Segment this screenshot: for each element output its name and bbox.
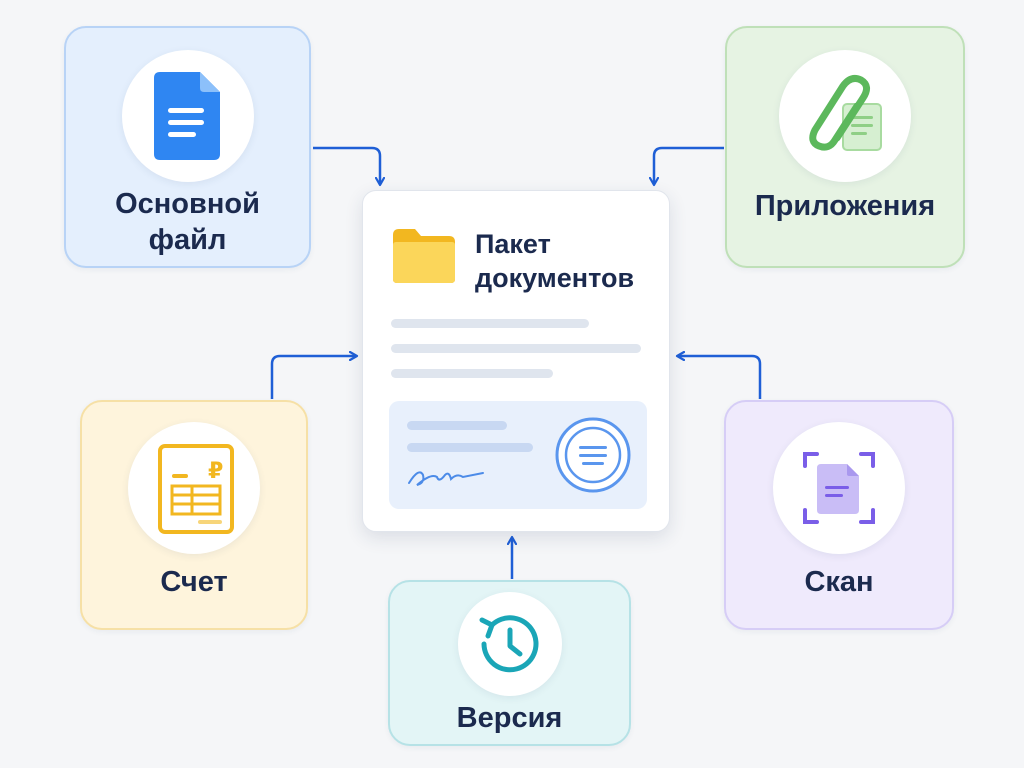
invoice-icon-circle: ₽	[128, 422, 260, 554]
main-file-label-line2: файл	[148, 224, 227, 256]
document-icon	[153, 72, 220, 160]
placeholder-text-line	[407, 443, 533, 452]
placeholder-text-line	[391, 344, 641, 353]
document-package-title-line2: документов	[475, 263, 635, 293]
placeholder-text-line	[391, 369, 553, 378]
node-main-file: Основной файл	[64, 26, 311, 268]
document-package-title: Пакет документов	[475, 227, 665, 295]
scan-label: Скан	[804, 566, 874, 598]
scan-icon-circle	[773, 422, 905, 554]
signature-icon	[408, 471, 484, 486]
attachments-label: Приложения	[754, 190, 936, 222]
stamp-icon	[555, 417, 631, 493]
signature-panel	[389, 401, 647, 509]
document-package-title-line1: Пакет	[475, 229, 551, 259]
main-file-label-line1: Основной	[115, 188, 260, 220]
invoice-icon: ₽	[158, 444, 234, 534]
scan-icon	[803, 452, 875, 524]
version-label: Версия	[456, 702, 563, 734]
placeholder-text-line	[407, 421, 507, 430]
arrow-attachments	[654, 146, 724, 184]
main-file-icon-circle	[121, 50, 254, 182]
node-version: Версия	[388, 580, 631, 746]
document-package-card: Пакет документов	[362, 190, 670, 532]
node-invoice: ₽ Счет	[80, 400, 308, 630]
invoice-label: Счет	[160, 566, 228, 598]
main-file-label: Основной файл	[66, 186, 309, 258]
placeholder-text-line	[391, 319, 589, 328]
attachments-icon-circle	[779, 50, 911, 182]
node-attachments: Приложения	[725, 26, 965, 268]
folder-icon	[393, 229, 455, 283]
arrow-scan	[678, 356, 762, 399]
paperclip-icon	[809, 75, 882, 151]
arrow-invoice	[270, 356, 356, 399]
arrow-main-file	[313, 146, 380, 184]
node-scan: Скан	[724, 400, 954, 630]
svg-text:₽: ₽	[208, 459, 223, 484]
version-icon-circle	[457, 592, 562, 696]
history-clock-icon	[479, 615, 538, 673]
